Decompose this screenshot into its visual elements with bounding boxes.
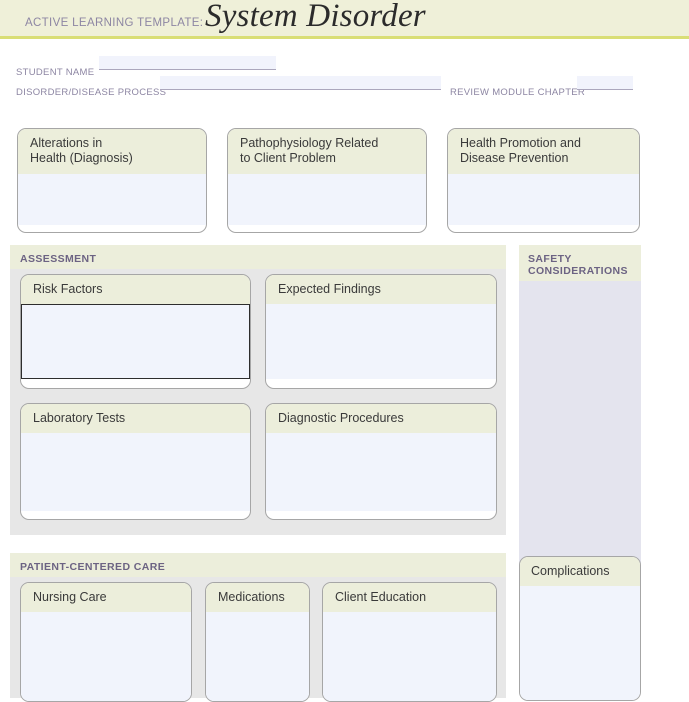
card-medications-textarea[interactable] xyxy=(206,612,309,701)
card-medications-title: Medications xyxy=(206,583,309,612)
card-laboratory-tests: Laboratory Tests xyxy=(20,403,251,520)
template-title: System Disorder xyxy=(205,0,426,34)
student-name-input[interactable] xyxy=(99,56,276,70)
card-diagnostic-procedures-textarea[interactable] xyxy=(266,433,496,511)
card-complications-textarea[interactable] xyxy=(520,586,640,700)
card-risk-factors-textarea[interactable] xyxy=(21,304,250,379)
card-client-education-textarea[interactable] xyxy=(323,612,496,701)
safety-considerations-panel: SAFETY CONSIDERATIONS xyxy=(519,245,641,585)
card-diagnostic-procedures: Diagnostic Procedures xyxy=(265,403,497,520)
card-nursing-care-textarea[interactable] xyxy=(21,612,191,701)
card-pathophysiology-title: Pathophysiology Related to Client Proble… xyxy=(228,129,426,174)
patient-centered-care-title: PATIENT-CENTERED CARE xyxy=(10,553,506,577)
card-complications: Complications xyxy=(519,556,641,701)
card-complications-title: Complications xyxy=(520,557,640,586)
card-health-promotion: Health Promotion and Disease Prevention xyxy=(447,128,640,233)
card-health-promotion-title: Health Promotion and Disease Prevention xyxy=(448,129,639,174)
card-alterations-in-health: Alterations in Health (Diagnosis) xyxy=(17,128,207,233)
card-nursing-care: Nursing Care xyxy=(20,582,192,702)
review-module-chapter-label: REVIEW MODULE CHAPTER xyxy=(450,87,586,98)
template-kicker-label: ACTIVE LEARNING TEMPLATE: xyxy=(25,17,204,29)
card-health-promotion-textarea[interactable] xyxy=(448,174,639,225)
card-expected-findings-title: Expected Findings xyxy=(266,275,496,304)
safety-considerations-title: SAFETY CONSIDERATIONS xyxy=(519,245,641,281)
student-name-label: STUDENT NAME xyxy=(16,67,95,78)
disorder-disease-process-label: DISORDER/DISEASE PROCESS xyxy=(16,87,167,98)
assessment-panel-title: ASSESSMENT xyxy=(10,245,506,269)
card-client-education: Client Education xyxy=(322,582,497,702)
disorder-disease-process-input[interactable] xyxy=(160,76,441,90)
student-info-form: STUDENT NAME DISORDER/DISEASE PROCESS RE… xyxy=(0,39,689,110)
card-expected-findings-textarea[interactable] xyxy=(266,304,496,379)
card-risk-factors: Risk Factors xyxy=(20,274,251,389)
card-client-education-title: Client Education xyxy=(323,583,496,612)
review-module-chapter-input[interactable] xyxy=(577,76,633,90)
card-risk-factors-title: Risk Factors xyxy=(21,275,250,304)
template-header-band: ACTIVE LEARNING TEMPLATE: System Disorde… xyxy=(0,0,689,39)
card-alterations-in-health-textarea[interactable] xyxy=(18,174,206,225)
card-pathophysiology-textarea[interactable] xyxy=(228,174,426,225)
card-medications: Medications xyxy=(205,582,310,702)
card-alterations-in-health-title: Alterations in Health (Diagnosis) xyxy=(18,129,206,174)
card-nursing-care-title: Nursing Care xyxy=(21,583,191,612)
card-pathophysiology: Pathophysiology Related to Client Proble… xyxy=(227,128,427,233)
card-laboratory-tests-title: Laboratory Tests xyxy=(21,404,250,433)
card-laboratory-tests-textarea[interactable] xyxy=(21,433,250,511)
card-diagnostic-procedures-title: Diagnostic Procedures xyxy=(266,404,496,433)
card-expected-findings: Expected Findings xyxy=(265,274,497,389)
